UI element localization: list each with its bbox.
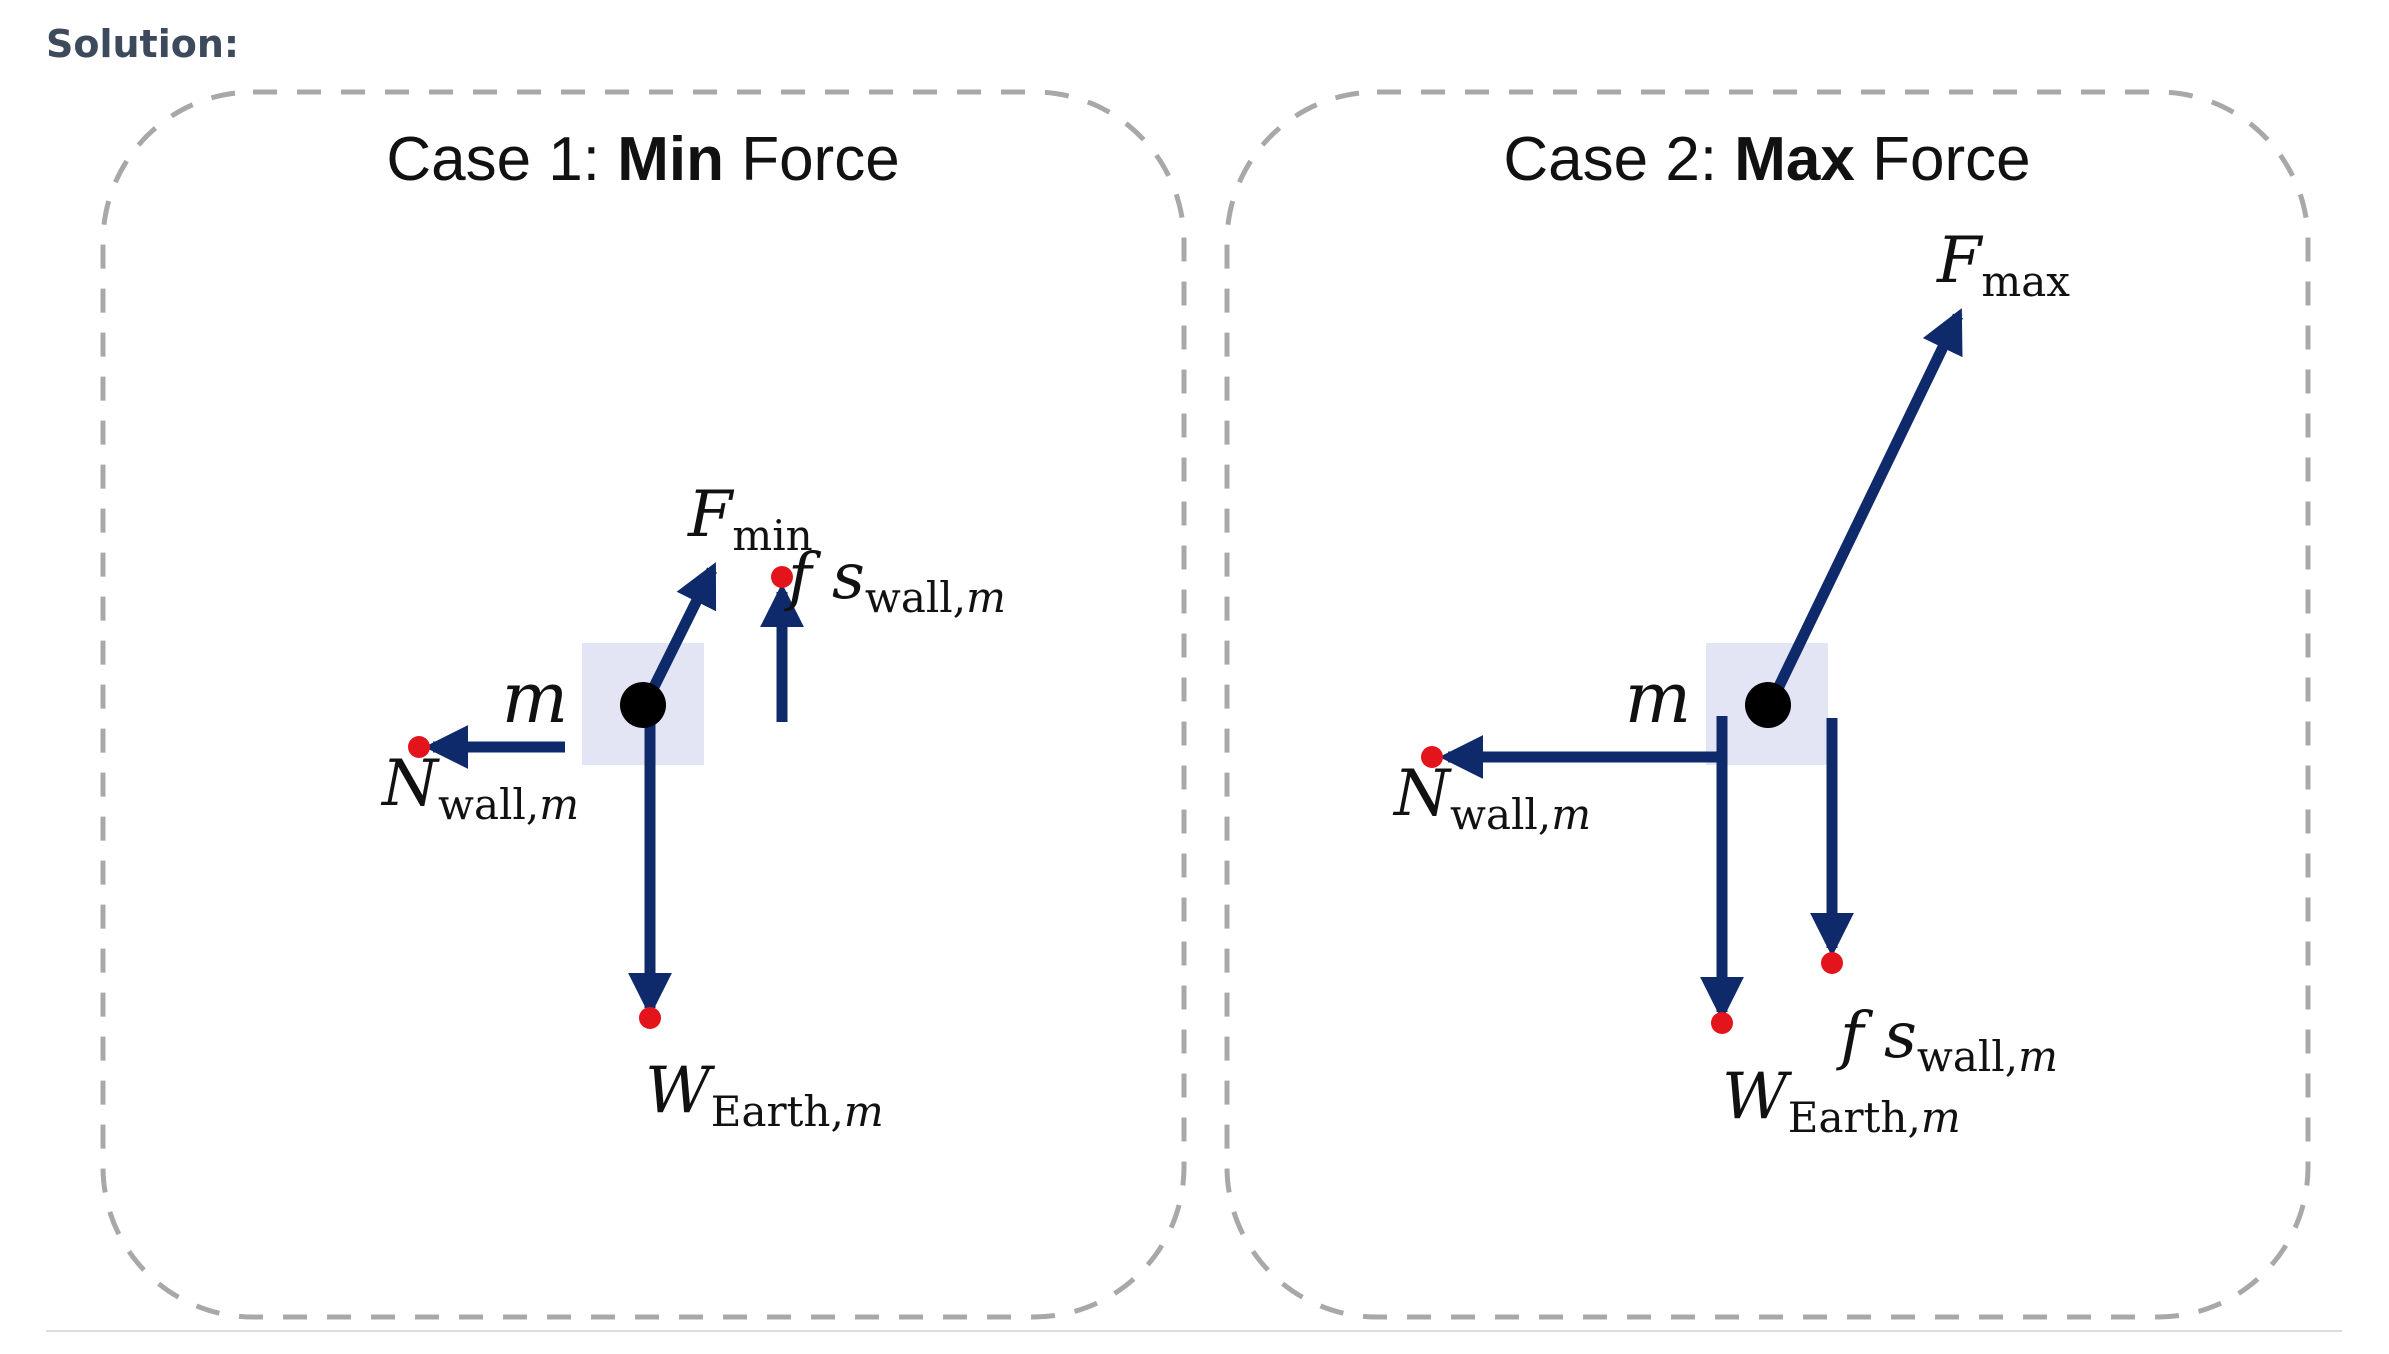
case2-weight-dot <box>1711 1012 1733 1034</box>
case1-mass-center <box>620 682 666 728</box>
solution-label: Solution: <box>46 22 240 66</box>
case1-weight-label: WEarth,m <box>645 1054 884 1136</box>
case2-title: Case 2: Max Force <box>1503 125 2030 194</box>
case2-dashed-border <box>1224 89 2311 1320</box>
case2-mass-center <box>1745 682 1791 728</box>
case2-weight-label: WEarth,m <box>1722 1060 1961 1142</box>
case2-friction-label: f swall,m <box>1836 999 2058 1081</box>
case2-panel: Case 2: Max Force m Fmax f swall,m Nwall… <box>1224 89 2311 1320</box>
case1-title: Case 1: Min Force <box>386 125 899 194</box>
case1-normal-dot <box>408 736 430 758</box>
case1-friction-dot <box>771 566 793 588</box>
case1-normal-label: Nwall,m <box>380 747 579 829</box>
case2-applied-force-arrow <box>1765 308 1963 708</box>
bottom-divider <box>46 1330 2342 1332</box>
case2-normal-dot <box>1421 746 1443 768</box>
case1-applied-force-label: Fmin <box>687 478 813 560</box>
case1-panel: Case 1: Min Force m Fmin f swall,m Nwall… <box>100 89 1187 1320</box>
case2-normal-label: Nwall,m <box>1392 757 1591 839</box>
case2-friction-dot <box>1821 952 1843 974</box>
case2-applied-force-label: Fmax <box>1936 224 2070 306</box>
case1-weight-dot <box>639 1007 661 1029</box>
case1-friction-label: f swall,m <box>784 540 1006 622</box>
case1-mass-label: m <box>502 657 568 739</box>
case2-mass-label: m <box>1625 657 1691 739</box>
case1-dashed-border <box>100 89 1187 1320</box>
case1-applied-force-arrow <box>640 562 717 708</box>
